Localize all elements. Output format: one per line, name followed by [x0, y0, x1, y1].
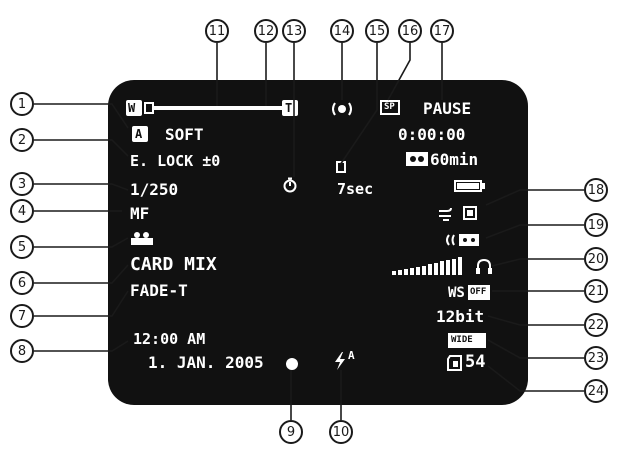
tape-remaining-text: 60min: [430, 150, 479, 169]
exposure-lock-text: E. LOCK ±0: [130, 152, 221, 170]
tape-icon: [406, 152, 428, 166]
card-mix-text: CARD MIX: [130, 254, 217, 275]
ws-off-box: [468, 285, 490, 300]
callout-16: 16: [398, 19, 422, 43]
headphone-icon: [476, 258, 492, 274]
callout-3: 3: [10, 172, 34, 196]
callout-13: 13: [282, 19, 306, 43]
time-text: 12:00 AM: [133, 330, 206, 348]
zoom-position-marker: [144, 102, 154, 114]
callout-21: 21: [584, 279, 608, 303]
image-stabilizer-icon: [332, 102, 352, 116]
callout-14: 14: [330, 19, 354, 43]
record-dot-icon: [286, 358, 298, 370]
shutter-speed-text: 1/250: [130, 180, 179, 199]
mode-letter: A: [135, 127, 143, 141]
callout-17: 17: [430, 19, 454, 43]
callout-20: 20: [584, 247, 608, 271]
mode-letter-box: [132, 126, 148, 142]
callout-18: 18: [584, 178, 608, 202]
backlight-icon: [463, 206, 477, 220]
callout-1: 1: [10, 92, 34, 116]
flash-auto-letter: A: [348, 349, 355, 362]
self-timer-marker: [336, 161, 346, 173]
callout-5: 5: [10, 235, 34, 259]
zoom-t-label: T: [285, 101, 293, 115]
callout-6: 6: [10, 271, 34, 295]
callout-8: 8: [10, 339, 34, 363]
rec-mode-text: SP: [384, 102, 395, 112]
audio-level-meter: [392, 257, 462, 275]
lcd-screen: [108, 80, 528, 405]
callout-11: 11: [205, 19, 229, 43]
status-text: PAUSE: [423, 99, 472, 118]
callout-22: 22: [584, 313, 608, 337]
flash-icon: [335, 352, 345, 370]
zoom-bar: [154, 106, 282, 110]
scene-icon: [131, 232, 153, 245]
callout-9: 9: [279, 420, 303, 444]
wide-text: WIDE: [451, 335, 473, 345]
soft-text: SOFT: [165, 125, 204, 144]
callout-23: 23: [584, 346, 608, 370]
self-timer-seconds: 7sec: [337, 180, 374, 198]
callout-4: 4: [10, 199, 34, 223]
zoom-w-box: [126, 100, 142, 116]
manual-focus-text: MF: [130, 204, 150, 223]
callout-24: 24: [584, 379, 608, 403]
zoom-w-label: W: [128, 101, 136, 115]
battery-fill: [457, 183, 479, 189]
date-text: 1. JAN. 2005: [148, 353, 264, 372]
callout-10: 10: [329, 420, 353, 444]
remote-sensor-icon: [446, 234, 479, 246]
ws-off-text: OFF: [470, 287, 487, 297]
callout-12: 12: [254, 19, 278, 43]
callout-19: 19: [584, 213, 608, 237]
wide-box: [448, 333, 486, 348]
ws-text: WS: [448, 285, 465, 301]
callout-7: 7: [10, 304, 34, 328]
backlight-icon-center: [467, 210, 473, 216]
self-timer-icon: [283, 177, 297, 193]
callout-15: 15: [365, 19, 389, 43]
audio-bits-text: 12bit: [436, 307, 485, 326]
wind-screen-icon: [439, 207, 452, 221]
fade-text: FADE-T: [130, 281, 188, 300]
callout-2: 2: [10, 128, 34, 152]
rec-mode-box: [380, 100, 400, 115]
battery-tip: [482, 183, 485, 189]
card-count-text: 54: [465, 352, 486, 372]
memory-card-icon: [447, 355, 462, 371]
timecode-text: 0:00:00: [398, 125, 466, 144]
